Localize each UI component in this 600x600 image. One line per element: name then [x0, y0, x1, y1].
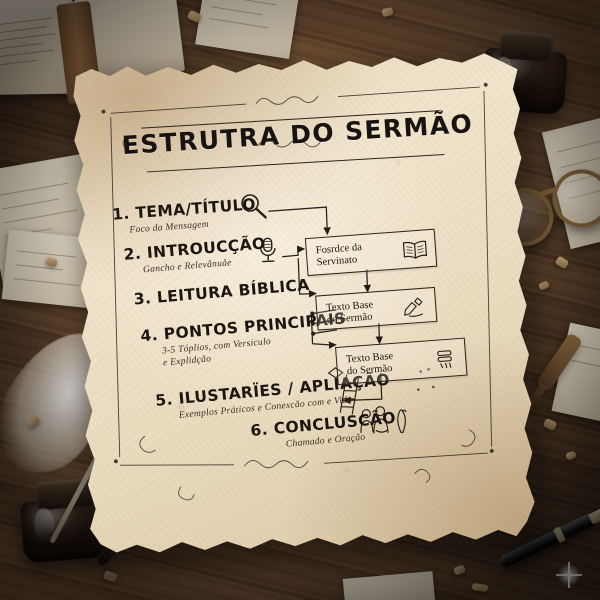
stacked-notes-icon: [431, 347, 459, 371]
node-1[interactable]: Fosrdce da Servinato: [304, 228, 438, 277]
item-number: 2.: [123, 244, 142, 264]
item-number: 3.: [133, 289, 152, 309]
item-number: 1.: [111, 204, 131, 224]
ink-content-layer: ESTRUTRA DO SERMÃO 1. TEMA/TÍTULO Foco d…: [69, 50, 540, 559]
node-label: Texto Base do Sermão: [345, 350, 394, 378]
flourish-swirls: [122, 96, 476, 501]
parchment-poster: ESTRUTRA DO SERMÃO 1. TEMA/TÍTULO Foco d…: [68, 49, 546, 571]
open-book-icon: [401, 238, 429, 262]
connector-lines: [268, 206, 384, 405]
item-number: 4.: [139, 325, 159, 346]
item-number: 6.: [249, 420, 269, 440]
decorative-border: [101, 82, 494, 466]
node-label: Texto Base do Sermão: [325, 299, 374, 327]
node-2[interactable]: Texto Base do Sermão: [315, 286, 438, 331]
diagram-lines-svg: [101, 82, 494, 501]
ladder-icon: [327, 367, 360, 415]
microphone-icon: [255, 235, 280, 271]
ink-dots: [417, 367, 435, 391]
magnifier-icon: [238, 190, 269, 226]
title-rules: [141, 110, 445, 173]
node-label: Fosrdce da Servinato: [315, 242, 363, 269]
node-3[interactable]: Texto Base do Sermão: [335, 337, 468, 386]
writing-hand-icon: [402, 296, 430, 320]
item-number: 5.: [154, 390, 174, 410]
people-praying-icon: [360, 406, 407, 434]
